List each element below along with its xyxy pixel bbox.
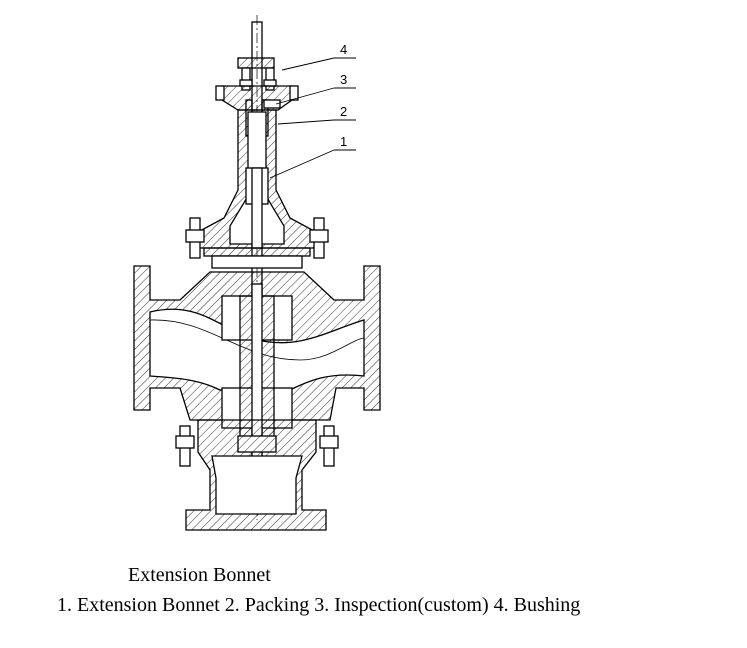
- callout-1: 1: [340, 134, 347, 149]
- valve-cross-section-drawing: 4 3 2 1: [133, 15, 381, 531]
- bonnet-studs: [185, 217, 329, 259]
- callout-3: 3: [340, 72, 347, 87]
- bottom-cover: [175, 419, 339, 531]
- callout-2: 2: [340, 104, 347, 119]
- gasket: [203, 247, 311, 269]
- caption-parts-list: 1. Extension Bonnet 2. Packing 3. Inspec…: [57, 594, 581, 616]
- gland-flange: [215, 85, 299, 111]
- leader-lines: [269, 57, 356, 179]
- callout-4: 4: [340, 42, 347, 57]
- callout-labels: 4 3 2 1: [340, 42, 347, 149]
- extension-bonnet: [197, 109, 317, 249]
- caption-title: Extension Bonnet: [128, 564, 271, 586]
